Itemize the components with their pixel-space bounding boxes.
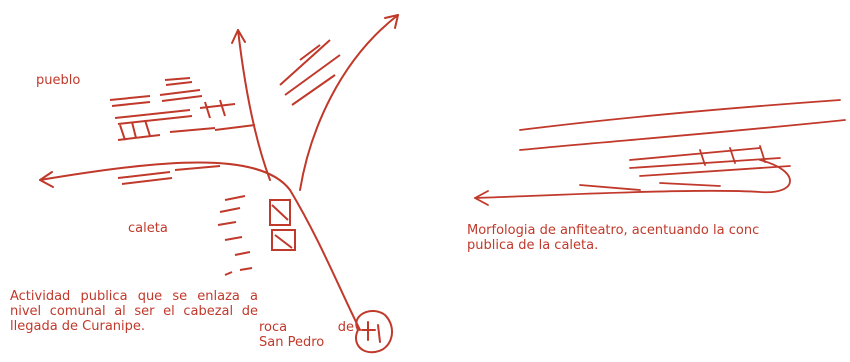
label-pueblo: pueblo	[36, 73, 81, 88]
caption-morfologia-line1: Morfologia de anfiteatro, acentuando la …	[467, 223, 760, 238]
label-roca-de: de	[337, 320, 354, 335]
caption-morfologia-line2: publica de la caleta.	[467, 238, 599, 253]
arrow-northeast	[299, 14, 399, 191]
arrow-shore	[474, 159, 791, 199]
arrow-north	[237, 29, 271, 181]
terrace-line-1	[519, 99, 841, 131]
label-caleta: caleta	[128, 221, 168, 236]
terrace-line-2	[519, 119, 846, 151]
caption-morfologia: Morfologia de anfiteatro, acentuando la …	[467, 223, 850, 253]
roca-shape	[355, 310, 394, 354]
label-roca: roca de San Pedro	[259, 320, 359, 350]
caption-actividad: Actividad publica que se enlaza a nivel …	[10, 289, 258, 334]
arrow-west	[39, 161, 361, 331]
label-san-pedro: San Pedro	[259, 335, 325, 350]
label-roca-word: roca	[259, 320, 288, 335]
